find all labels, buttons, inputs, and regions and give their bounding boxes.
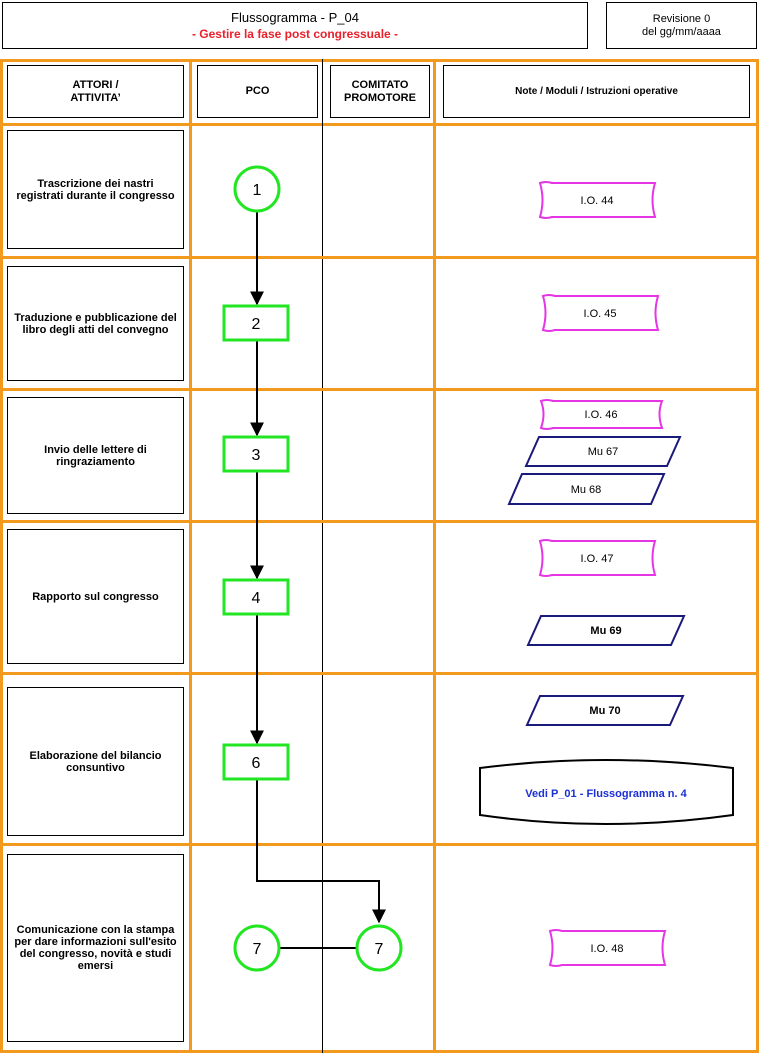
activity-final-budget: Elaborazione del bilancio consuntivo bbox=[7, 687, 184, 836]
step-7-pco-circle: 7 bbox=[233, 924, 281, 972]
step-1-label: 1 bbox=[253, 182, 262, 199]
step-7-committee-label: 7 bbox=[375, 941, 384, 958]
lane-divider-pco bbox=[322, 59, 323, 1053]
lane-border-bottom bbox=[0, 1050, 759, 1053]
document-io48: I.O. 48 bbox=[548, 929, 667, 967]
row-separator bbox=[0, 672, 759, 675]
document-io46: I.O. 46 bbox=[539, 399, 664, 430]
activity-congress-report: Rapporto sul congresso bbox=[7, 529, 184, 664]
reference-banner-label: Vedi P_01 - Flussogramma n. 4 bbox=[525, 788, 687, 800]
step-2-box: 2 bbox=[222, 304, 290, 342]
activity-thank-you-letters: Invio delle lettere di ringraziamento bbox=[7, 397, 184, 514]
step-6-label: 6 bbox=[252, 755, 261, 772]
step-7-committee-circle: 7 bbox=[355, 924, 403, 972]
reference-banner: Vedi P_01 - Flussogramma n. 4 bbox=[479, 759, 734, 825]
lane-border-actors bbox=[189, 59, 192, 1053]
activity-transcription: Trascrizione dei nastri registrati duran… bbox=[7, 130, 184, 249]
lane-border-right bbox=[756, 59, 759, 1053]
revision-number: Revisione 0 bbox=[652, 12, 711, 25]
document-io44: I.O. 44 bbox=[538, 181, 657, 219]
module-mu67-label: Mu 67 bbox=[588, 446, 619, 458]
module-mu69-label: Mu 69 bbox=[590, 625, 621, 637]
module-mu68: Mu 68 bbox=[507, 473, 666, 505]
module-mu69: Mu 69 bbox=[526, 615, 686, 646]
lane-border-committee bbox=[433, 59, 436, 1053]
title-box: Flussogramma - P_04 - Gestire la fase po… bbox=[2, 2, 588, 49]
row-separator bbox=[0, 520, 759, 523]
step-3-box: 3 bbox=[222, 435, 290, 473]
revision-date: del gg/mm/aaaa bbox=[642, 25, 721, 38]
row-separator bbox=[0, 843, 759, 846]
activity-press-communication: Comunicazione con la stampa per dare inf… bbox=[7, 854, 184, 1042]
document-io47-label: I.O. 47 bbox=[580, 553, 613, 565]
step-2-label: 2 bbox=[252, 316, 261, 333]
document-io46-label: I.O. 46 bbox=[584, 409, 617, 421]
document-io45: I.O. 45 bbox=[541, 294, 660, 332]
module-mu68-label: Mu 68 bbox=[571, 484, 602, 496]
column-header-actors: ATTORI / ATTIVITA’ bbox=[7, 65, 184, 118]
revision-box: Revisione 0 del gg/mm/aaaa bbox=[606, 2, 757, 49]
document-io44-label: I.O. 44 bbox=[580, 195, 613, 207]
column-header-committee: COMITATO PROMOTORE bbox=[330, 65, 430, 118]
step-4-label: 4 bbox=[252, 590, 261, 607]
row-separator bbox=[0, 256, 759, 259]
step-7-pco-label: 7 bbox=[253, 941, 262, 958]
module-mu67: Mu 67 bbox=[524, 436, 682, 467]
diagram-title: Flussogramma - P_04 bbox=[231, 9, 359, 25]
column-header-pco: PCO bbox=[197, 65, 318, 118]
step-1-circle: 1 bbox=[233, 165, 281, 213]
lane-border-top bbox=[0, 59, 759, 62]
diagram-subtitle: - Gestire la fase post congressuale - bbox=[191, 26, 399, 41]
activity-translation: Traduzione e pubblicazione del libro deg… bbox=[7, 266, 184, 381]
column-header-notes: Note / Moduli / Istruzioni operative bbox=[443, 65, 750, 118]
connector-6-7 bbox=[256, 779, 386, 924]
lane-border-header-bottom bbox=[0, 123, 759, 126]
module-mu70-label: Mu 70 bbox=[589, 705, 620, 717]
lane-border-left bbox=[0, 59, 3, 1053]
document-io48-label: I.O. 48 bbox=[590, 943, 623, 955]
document-io45-label: I.O. 45 bbox=[583, 308, 616, 320]
row-separator bbox=[0, 388, 759, 391]
module-mu70: Mu 70 bbox=[525, 695, 685, 726]
document-io47: I.O. 47 bbox=[538, 539, 657, 577]
step-3-label: 3 bbox=[252, 447, 261, 464]
step-6-box: 6 bbox=[222, 743, 290, 781]
step-4-box: 4 bbox=[222, 578, 290, 616]
